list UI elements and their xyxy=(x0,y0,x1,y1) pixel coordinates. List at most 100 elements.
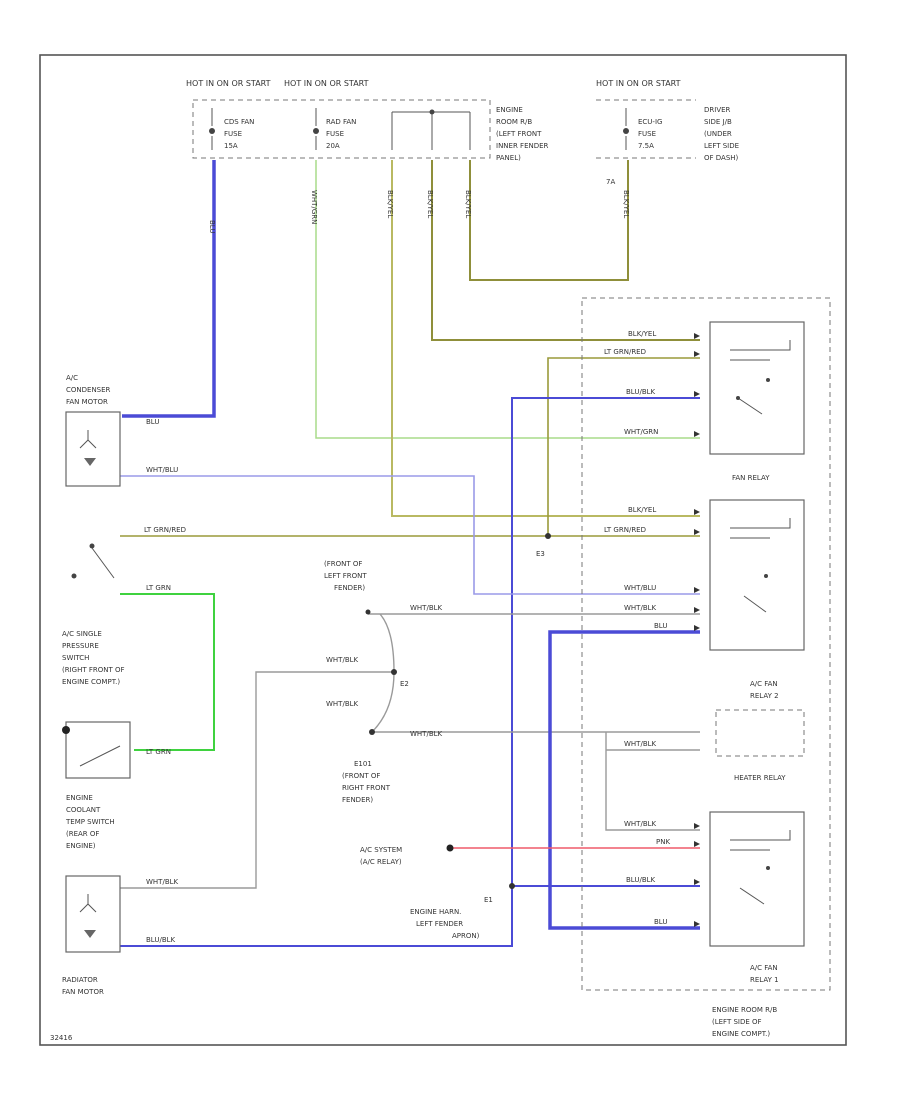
engine-room-rb-box xyxy=(581,297,831,991)
pressure-line2: PRESSURE xyxy=(62,642,99,650)
ac-fan-relay-1: A/C FAN RELAY 1 xyxy=(709,811,805,984)
wire-blk-yel-2 xyxy=(431,160,700,341)
fuse1-line3: 15A xyxy=(224,142,238,150)
hot-label-2: HOT IN ON OR START xyxy=(284,79,369,88)
fuse3-line2: FUSE xyxy=(638,130,656,138)
fuse2-line1: RAD FAN xyxy=(326,118,356,126)
djb-line2: SIDE J/B xyxy=(704,118,732,126)
heater-relay: HEATER RELAY xyxy=(715,709,805,782)
wire-label-wht-blk-4: WHT/BLK xyxy=(410,604,443,612)
relay-pin-arrows xyxy=(694,333,700,927)
erb-line1: ENGINE ROOM R/B xyxy=(712,1006,777,1014)
wire-label-blu: BLU xyxy=(208,220,216,233)
wire-lt-grn-red xyxy=(120,357,700,537)
pressure-switch: A/C SINGLE PRESSURE SWITCH (RIGHT FRONT … xyxy=(62,543,125,686)
wire-label-lt-grn: LT GRN xyxy=(146,584,171,592)
djb-line5: OF DASH) xyxy=(704,154,739,162)
wire-label-blk-yel-1: BLK/YEL xyxy=(386,190,394,218)
fuse2-line3: 20A xyxy=(326,142,340,150)
wire-label-wht-grn-v: WHT/GRN xyxy=(310,190,318,224)
wire-label-wht-blk-6: WHT/BLK xyxy=(624,604,657,612)
e1-line4: APRON) xyxy=(452,932,480,940)
wire-blu-condenser xyxy=(122,160,216,418)
coolant-line5: ENGINE) xyxy=(66,842,96,850)
wire-label-blu-relay1: BLU xyxy=(654,918,667,926)
wire-lt-grn xyxy=(120,593,215,751)
e2-loc-line1: (FRONT OF xyxy=(324,560,362,568)
power-bus-box xyxy=(192,99,491,159)
fuse1-line2: FUSE xyxy=(224,130,242,138)
fuse-rad-fan: RAD FAN FUSE 20A xyxy=(313,108,356,150)
ac-fan-relay1-line1: A/C FAN xyxy=(750,964,778,972)
wire-label-blu-blk: BLU/BLK xyxy=(146,936,176,944)
e2-loc-line3: FENDER) xyxy=(334,584,365,592)
djb-line4: LEFT SIDE xyxy=(704,142,739,150)
driver-jb-box xyxy=(596,99,696,159)
wire-label-lt-grn-red-2: LT GRN/RED xyxy=(604,348,646,356)
wire-label-blk-yel-fan: BLK/YEL xyxy=(628,330,656,338)
splice-e2: E2 xyxy=(400,680,409,688)
coolant-line2: COOLANT xyxy=(66,806,101,814)
wire-label-wht-blk-7: WHT/BLK xyxy=(624,740,657,748)
wire-label-blk-yel-4: BLK/YEL xyxy=(622,190,630,218)
e101-line2: (FRONT OF xyxy=(342,772,380,780)
e101-line4: FENDER) xyxy=(342,796,373,804)
djb-line1: DRIVER xyxy=(704,106,731,114)
wire-wht-grn xyxy=(315,160,700,439)
e101-line3: RIGHT FRONT xyxy=(342,784,391,792)
ac-fan-relay1-line2: RELAY 1 xyxy=(750,976,779,984)
condenser-fan-motor: A/C CONDENSER FAN MOTOR xyxy=(65,374,121,487)
erb-line2: (LEFT SIDE OF xyxy=(712,1018,762,1026)
fan-relay-label: FAN RELAY xyxy=(732,474,770,482)
wire-label-blk-yel-relay2: BLK/YEL xyxy=(628,506,656,514)
condenser-line3: FAN MOTOR xyxy=(66,398,108,406)
ac-fan-relay-2: A/C FAN RELAY 2 xyxy=(709,499,805,700)
wire-label-wht-blu: WHT/BLU xyxy=(146,466,178,474)
fuse2-line2: FUSE xyxy=(326,130,344,138)
ac-system-line2: (A/C RELAY) xyxy=(360,858,402,866)
radiator-line2: FAN MOTOR xyxy=(62,988,104,996)
jb-line5: PANEL) xyxy=(496,154,521,162)
pressure-line1: A/C SINGLE xyxy=(62,630,102,638)
ground-e1: E1 ENGINE HARN. LEFT FENDER APRON) xyxy=(410,896,493,940)
radiator-fan-motor: RADIATOR FAN MOTOR xyxy=(62,875,121,996)
wire-label-lt-grn-red-3: LT GRN/RED xyxy=(604,526,646,534)
wire-label-wht-blk-1: WHT/BLK xyxy=(146,878,179,886)
coolant-temp-switch: ENGINE COOLANT TEMP SWITCH (REAR OF ENGI… xyxy=(62,721,131,850)
jb-line1: ENGINE xyxy=(496,106,523,114)
fuse3-line1: ECU-IG xyxy=(638,118,662,126)
wire-blk-yel-3 xyxy=(469,160,629,281)
wire-blk-yel-1 xyxy=(391,160,700,517)
wire-label-wht-blk-2: WHT/BLK xyxy=(326,656,359,664)
wire-label-wht-blk-3: WHT/BLK xyxy=(326,700,359,708)
junction-bus xyxy=(391,111,471,150)
wire-label-wht-grn: WHT/GRN xyxy=(624,428,658,436)
wire-label-lt-grn-2: LT GRN xyxy=(146,748,171,756)
fuse1-line1: CDS FAN xyxy=(224,118,254,126)
e1-line3: LEFT FENDER xyxy=(416,920,463,928)
pressure-line5: ENGINE COMPT.) xyxy=(62,678,120,686)
hot-label-3: HOT IN ON OR START xyxy=(596,79,681,88)
jb-line4: INNER FENDER xyxy=(496,142,549,150)
e1-line1: E1 xyxy=(484,896,493,904)
wire-blu-relays xyxy=(548,630,700,930)
wire-label-lt-grn-red: LT GRN/RED xyxy=(144,526,186,534)
wire-wht-blu xyxy=(120,475,700,595)
ac-fan-relay2-line2: RELAY 2 xyxy=(750,692,779,700)
wire-label-wht-blk-8: WHT/BLK xyxy=(624,820,657,828)
fuse3-line3: 7.5A xyxy=(638,142,654,150)
wire-label-blu-blk-3: BLU/BLK xyxy=(626,876,656,884)
wire-label-blk-yel-3: BLK/YEL xyxy=(464,190,472,218)
e101-line1: E101 xyxy=(354,760,372,768)
heater-relay-label: HEATER RELAY xyxy=(734,774,786,782)
e2-loc-line2: LEFT FRONT xyxy=(324,572,367,580)
ac-system-label: A/C SYSTEM (A/C RELAY) xyxy=(360,846,402,866)
erb-line3: ENGINE COMPT.) xyxy=(712,1030,770,1038)
wire-blu-blk xyxy=(120,397,700,947)
wire-label-pnk: PNK xyxy=(656,838,670,846)
wire-label-wht-blk-5: WHT/BLK xyxy=(410,730,443,738)
ground-e2-location: (FRONT OF LEFT FRONT FENDER) xyxy=(324,560,371,615)
coolant-line3: TEMP SWITCH xyxy=(65,818,115,826)
condenser-line2: CONDENSER xyxy=(66,386,111,394)
